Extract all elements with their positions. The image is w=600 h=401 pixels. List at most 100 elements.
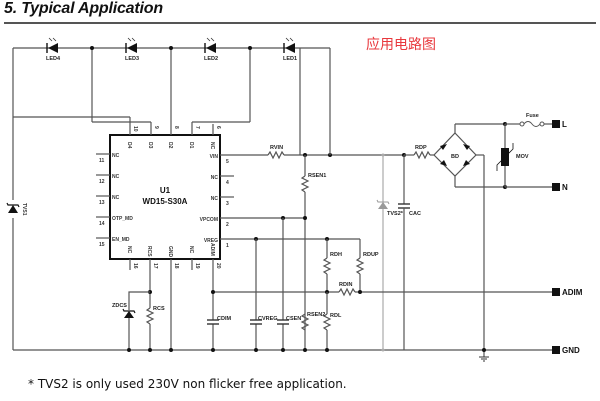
pin-14-num: 14 bbox=[99, 221, 105, 227]
led4-label: LED4 bbox=[46, 56, 61, 62]
pin-7-num: 7 bbox=[194, 126, 200, 129]
terminal-l: L bbox=[552, 120, 567, 129]
pin-13-num: 13 bbox=[99, 200, 105, 206]
terminal-adim-label: ADIM bbox=[562, 288, 583, 297]
led1: LED1 bbox=[283, 37, 297, 62]
led2-label: LED2 bbox=[204, 56, 218, 62]
tvs2: TVS2* bbox=[376, 155, 404, 350]
zdcs-label: ZDCS bbox=[112, 303, 127, 309]
pin-nc16-label: NC bbox=[126, 246, 132, 254]
pin-vin-label: VIN bbox=[210, 154, 219, 160]
rvin-label: RVIN bbox=[270, 145, 283, 151]
pin-adim-label: ADIM bbox=[209, 243, 215, 256]
fuse: Fuse bbox=[505, 113, 552, 127]
pin-rcs-label: RCS bbox=[146, 246, 152, 257]
pin-nc12-label: NC bbox=[112, 174, 120, 180]
pin-10-num: 10 bbox=[132, 126, 138, 132]
rdh: RDH bbox=[322, 239, 342, 292]
pin-8-num: 8 bbox=[173, 126, 179, 129]
rcs-label: RCS bbox=[153, 306, 165, 312]
rdin-label: RDIN bbox=[339, 282, 352, 288]
bd-label: BD bbox=[451, 154, 459, 160]
rdup: RDUP bbox=[355, 243, 379, 292]
led2: LED2 bbox=[204, 37, 218, 62]
rsen2-label: RSEN2 bbox=[307, 312, 325, 318]
pin-gnd-label: GND bbox=[167, 246, 173, 258]
rsen2: RSEN2 bbox=[300, 312, 325, 331]
pin-en-md-label: EN_MD bbox=[112, 237, 130, 243]
fuse-label: Fuse bbox=[526, 113, 539, 119]
led3: LED3 bbox=[125, 37, 139, 62]
mov: MOV bbox=[496, 124, 529, 187]
pin-9-num: 9 bbox=[153, 126, 159, 129]
pin-nc3-label: NC bbox=[211, 196, 219, 202]
pin-vpcom-label: VPCOM bbox=[200, 217, 218, 223]
pin-16-num: 16 bbox=[132, 263, 138, 269]
tvs2-label: TVS2* bbox=[387, 211, 404, 217]
terminal-gnd-label: GND bbox=[562, 346, 580, 355]
ic-ref: U1 bbox=[160, 186, 171, 195]
pin-11-num: 11 bbox=[99, 158, 105, 164]
terminal-gnd: GND bbox=[552, 346, 580, 355]
cvreg: CVREG bbox=[250, 316, 278, 325]
rdl: RDL bbox=[322, 292, 342, 350]
csen-label: CSEN bbox=[286, 316, 301, 322]
zdcs: ZDCS bbox=[112, 291, 150, 350]
tvs1-label: TVS1 bbox=[21, 203, 27, 216]
pin-nc11-label: NC bbox=[112, 153, 120, 159]
rdp: RDP bbox=[404, 145, 434, 160]
rdh-label: RDH bbox=[330, 252, 342, 258]
cac-label: CAC bbox=[409, 211, 421, 217]
pin-4-num: 4 bbox=[226, 180, 229, 186]
pin-otp-md-label: OTP_MD bbox=[112, 216, 133, 222]
pin-d4-label: D4 bbox=[126, 142, 132, 149]
rdp-label: RDP bbox=[415, 145, 427, 151]
terminal-n: N bbox=[505, 183, 568, 192]
cdim-label: CDIM bbox=[217, 316, 231, 322]
terminal-n-label: N bbox=[562, 183, 568, 192]
pin-15-num: 15 bbox=[99, 242, 105, 248]
title-divider bbox=[4, 22, 596, 24]
pin-17-num: 17 bbox=[152, 263, 158, 269]
gnd-rail bbox=[13, 348, 552, 362]
led3-label: LED3 bbox=[125, 56, 139, 62]
led4: LED4 bbox=[46, 37, 61, 62]
ic-u1: U1 WD15-S30A D4 D3 D2 D1 NC 10 9 8 7 6 N… bbox=[13, 116, 360, 350]
csen: CSEN bbox=[277, 316, 301, 325]
vreg-net bbox=[254, 218, 361, 350]
pin-d1-label: D1 bbox=[188, 142, 194, 149]
pin-vreg-label: VREG bbox=[204, 238, 218, 244]
terminal-l-label: L bbox=[562, 120, 567, 129]
rcs: RCS bbox=[145, 290, 165, 325]
pin-1-num: 1 bbox=[226, 243, 229, 249]
cvreg-label: CVREG bbox=[258, 316, 278, 322]
section-title: 5. Typical Application bbox=[4, 0, 163, 17]
pin-nc4-label: NC bbox=[211, 175, 219, 181]
rdup-label: RDUP bbox=[363, 252, 379, 258]
pin-2-num: 2 bbox=[226, 222, 229, 228]
pin-12-num: 12 bbox=[99, 179, 105, 185]
tvs1: TVS1 bbox=[6, 202, 27, 216]
pin-6-num: 6 bbox=[215, 126, 221, 129]
pin-5-num: 5 bbox=[226, 159, 229, 165]
mov-label: MOV bbox=[516, 154, 529, 160]
led1-label: LED1 bbox=[283, 56, 297, 62]
pin-d3-label: D3 bbox=[147, 142, 153, 149]
pin-nc13-label: NC bbox=[112, 195, 120, 201]
terminal-adim: ADIM bbox=[552, 288, 583, 297]
pin-18-num: 18 bbox=[173, 263, 179, 269]
rsen1-label: RSEN1 bbox=[308, 173, 326, 179]
pin-d2-label: D2 bbox=[167, 142, 173, 149]
cac: CAC bbox=[398, 155, 421, 350]
annotation-application-circuit: 应用电路图 bbox=[366, 37, 436, 53]
footnote: * TVS2 is only used 230V non flicker fre… bbox=[28, 377, 347, 391]
rdl-label: RDL bbox=[330, 313, 342, 319]
vin-rail: RVIN bbox=[240, 47, 406, 160]
pin-19-num: 19 bbox=[194, 263, 200, 269]
cdim: CDIM bbox=[207, 316, 231, 325]
rdin: RDIN bbox=[211, 282, 552, 297]
ic-part-number: WD15-S30A bbox=[143, 197, 188, 206]
bridge-rectifier: BD bbox=[433, 122, 507, 357]
pin-3-num: 3 bbox=[226, 201, 229, 207]
